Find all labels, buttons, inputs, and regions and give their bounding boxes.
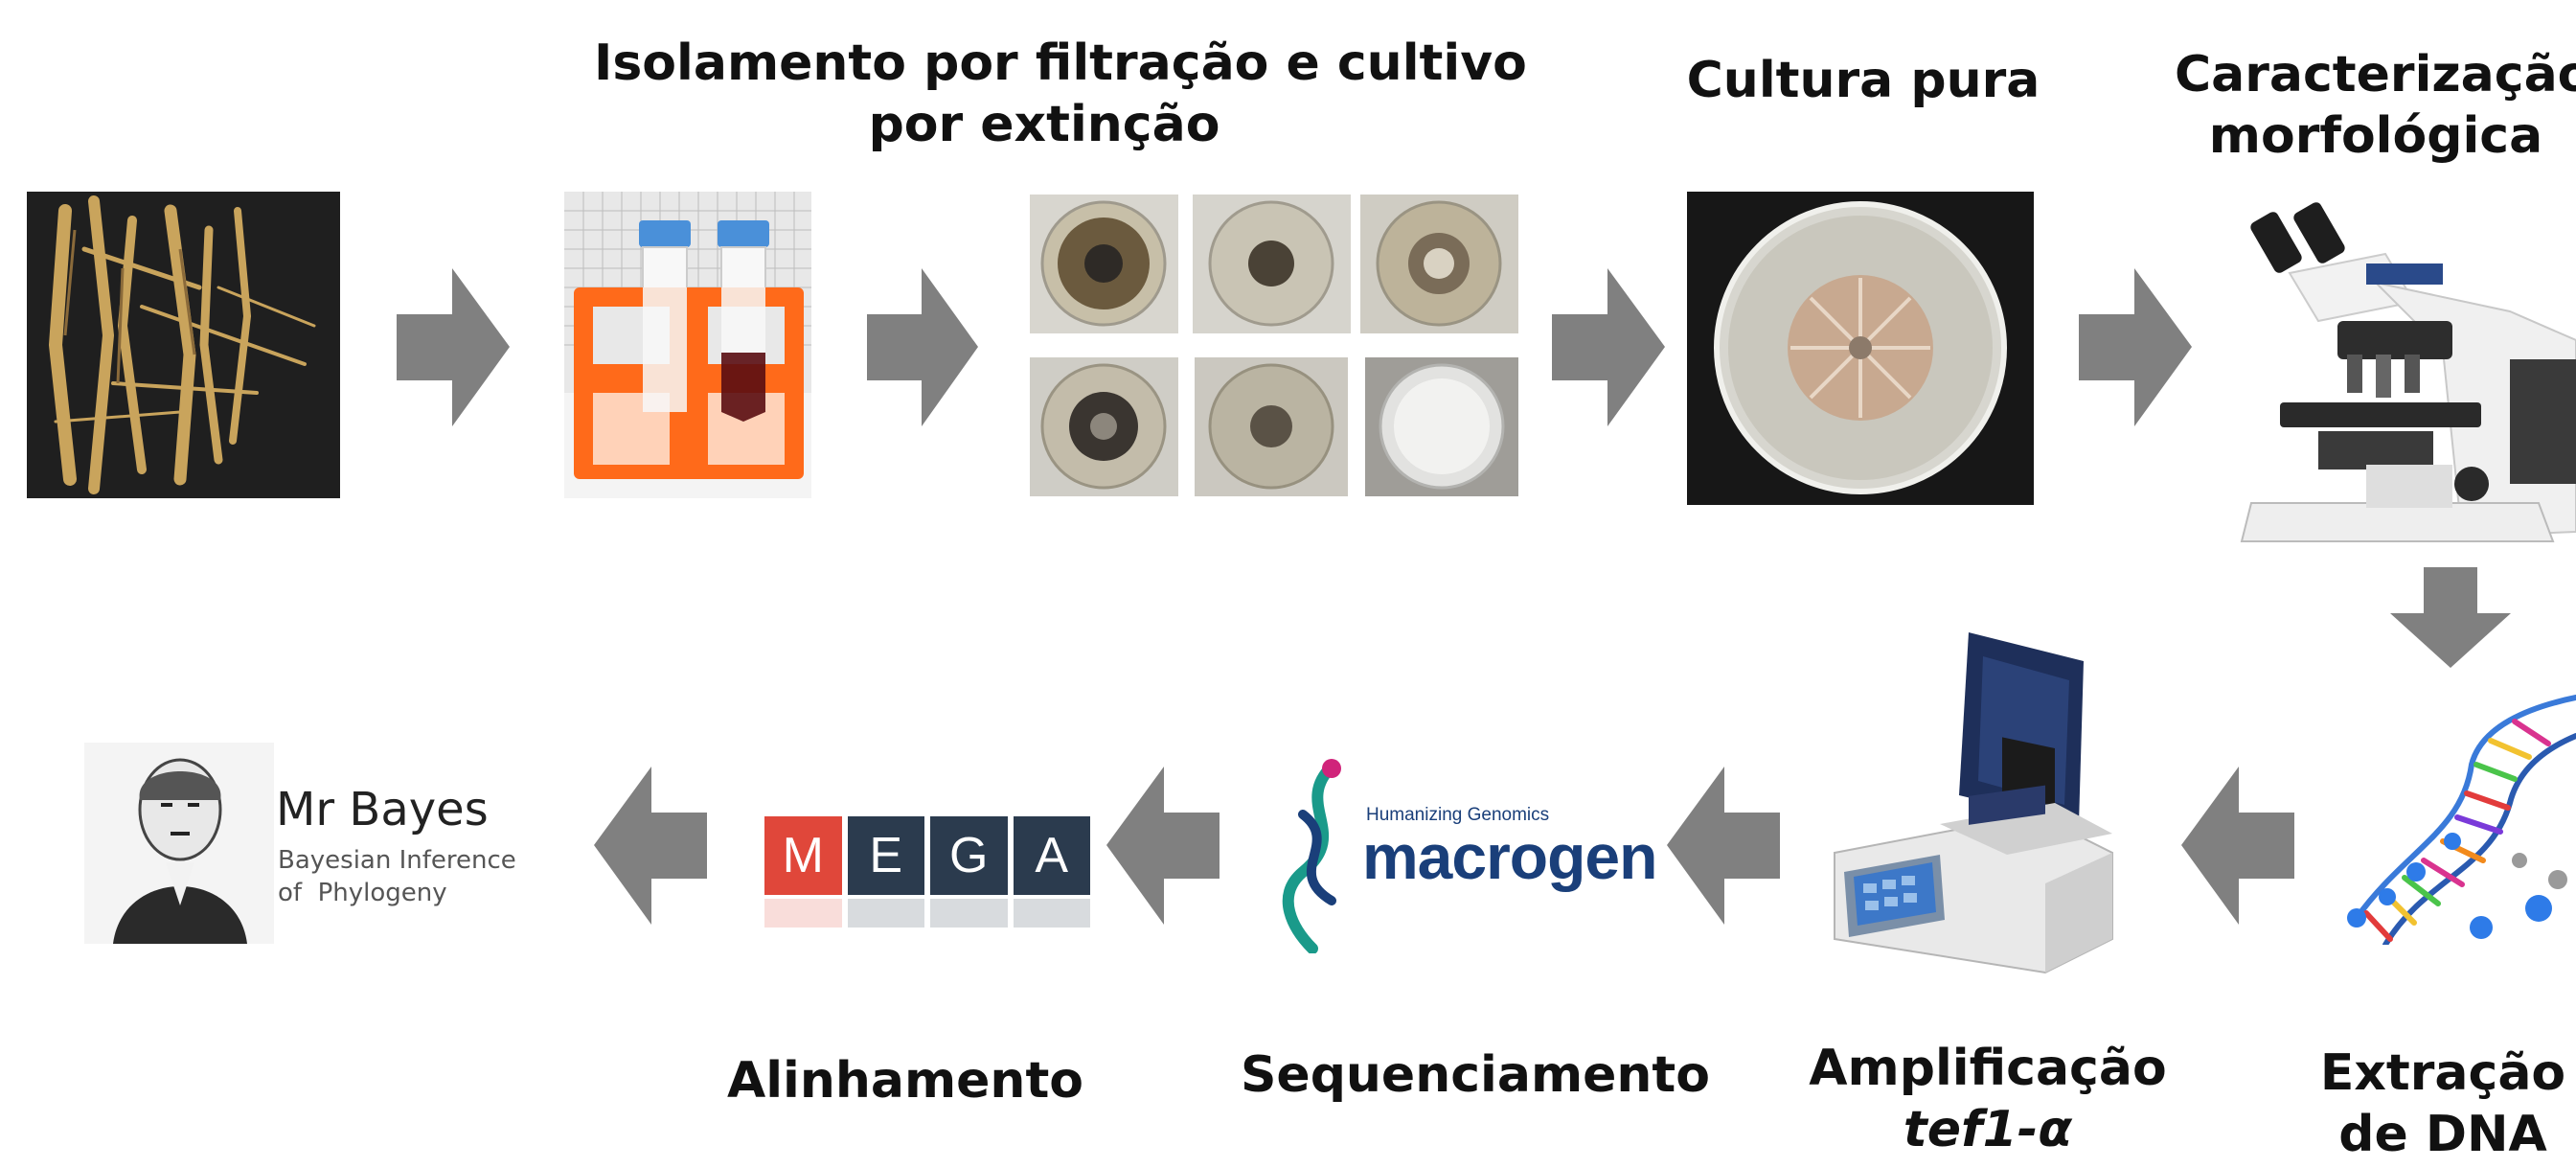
- mega-logo: M E G A: [764, 816, 1090, 941]
- mrbayes-logo: Mr Bayes Bayesian Inference of Phylogeny: [84, 743, 535, 944]
- isolation-title-line2: por extinção: [868, 96, 1220, 153]
- petri-dish-1: [1030, 195, 1178, 333]
- mega-reflection: [764, 899, 1090, 928]
- isolation-title-line1: Isolamento por filtração e cultivo: [594, 34, 1527, 92]
- sequencing-title: Sequenciamento: [1240, 1046, 1711, 1104]
- amplification-gene-name: tef1-α: [1903, 1101, 2073, 1158]
- mega-letter-a: A: [1013, 816, 1090, 895]
- mrbayes-title: Mr Bayes: [276, 783, 489, 836]
- amplification-title: Amplificação tef1-α: [1796, 1038, 2179, 1160]
- macrogen-wordmark: macrogen: [1362, 821, 1657, 892]
- macrogen-tagline: Humanizing Genomics: [1366, 805, 1550, 825]
- morphology-title-line1: Caracterização: [2175, 46, 2576, 103]
- falcon-tubes-photo: [564, 192, 811, 498]
- dna-extraction-title: Extração de DNA: [2299, 1042, 2576, 1165]
- dna-extraction-title-line1: Extração: [2319, 1044, 2566, 1102]
- flow-arrow-left-3: [1106, 767, 1220, 925]
- flow-arrow-left-2: [1667, 767, 1780, 925]
- petri-dishes-grid: [1030, 195, 1518, 496]
- dna-helix-image: [2347, 688, 2576, 945]
- mrbayes-subtitle-1: Bayesian Inference: [278, 846, 516, 875]
- isolation-title: Isolamento por filtração e cultivo por e…: [594, 33, 1527, 155]
- mega-letter-g: G: [930, 816, 1008, 895]
- petri-dish-3: [1360, 195, 1518, 333]
- mrbayes-subtitle-2: of Phylogeny: [278, 879, 447, 907]
- alignment-title: Alinhamento: [726, 1052, 1084, 1110]
- petri-dish-5: [1195, 357, 1348, 496]
- morphology-title-line2: morfológica: [2208, 107, 2543, 165]
- petri-dish-4: [1030, 357, 1178, 496]
- roots-photo: [27, 192, 340, 498]
- thermocycler-image: [1825, 632, 2131, 977]
- macrogen-logo: Humanizing Genomics macrogen: [1274, 757, 1657, 953]
- pure-culture-photo: [1687, 192, 2034, 505]
- flow-arrow-left-1: [2181, 767, 2294, 925]
- thomas-bayes-portrait: [84, 743, 274, 944]
- microscope-image: [2223, 196, 2576, 551]
- flow-arrow-right-1: [397, 268, 510, 426]
- flow-arrow-left-4: [594, 767, 707, 925]
- mega-letter-m: M: [764, 816, 842, 895]
- mega-letter-e: E: [847, 816, 924, 895]
- petri-dish-6: [1365, 357, 1518, 496]
- flow-arrow-down: [2390, 567, 2511, 668]
- flow-arrow-right-3: [1552, 268, 1665, 426]
- pure-culture-title: Cultura pura: [1686, 52, 2040, 109]
- amplification-title-line1: Amplificação: [1809, 1040, 2167, 1097]
- morphology-title: Caracterização morfológica: [2175, 44, 2576, 167]
- flow-arrow-right-4: [2079, 268, 2192, 426]
- petri-dish-2: [1193, 195, 1351, 333]
- flow-arrow-right-2: [867, 268, 978, 426]
- dna-extraction-title-line2: de DNA: [2338, 1106, 2547, 1163]
